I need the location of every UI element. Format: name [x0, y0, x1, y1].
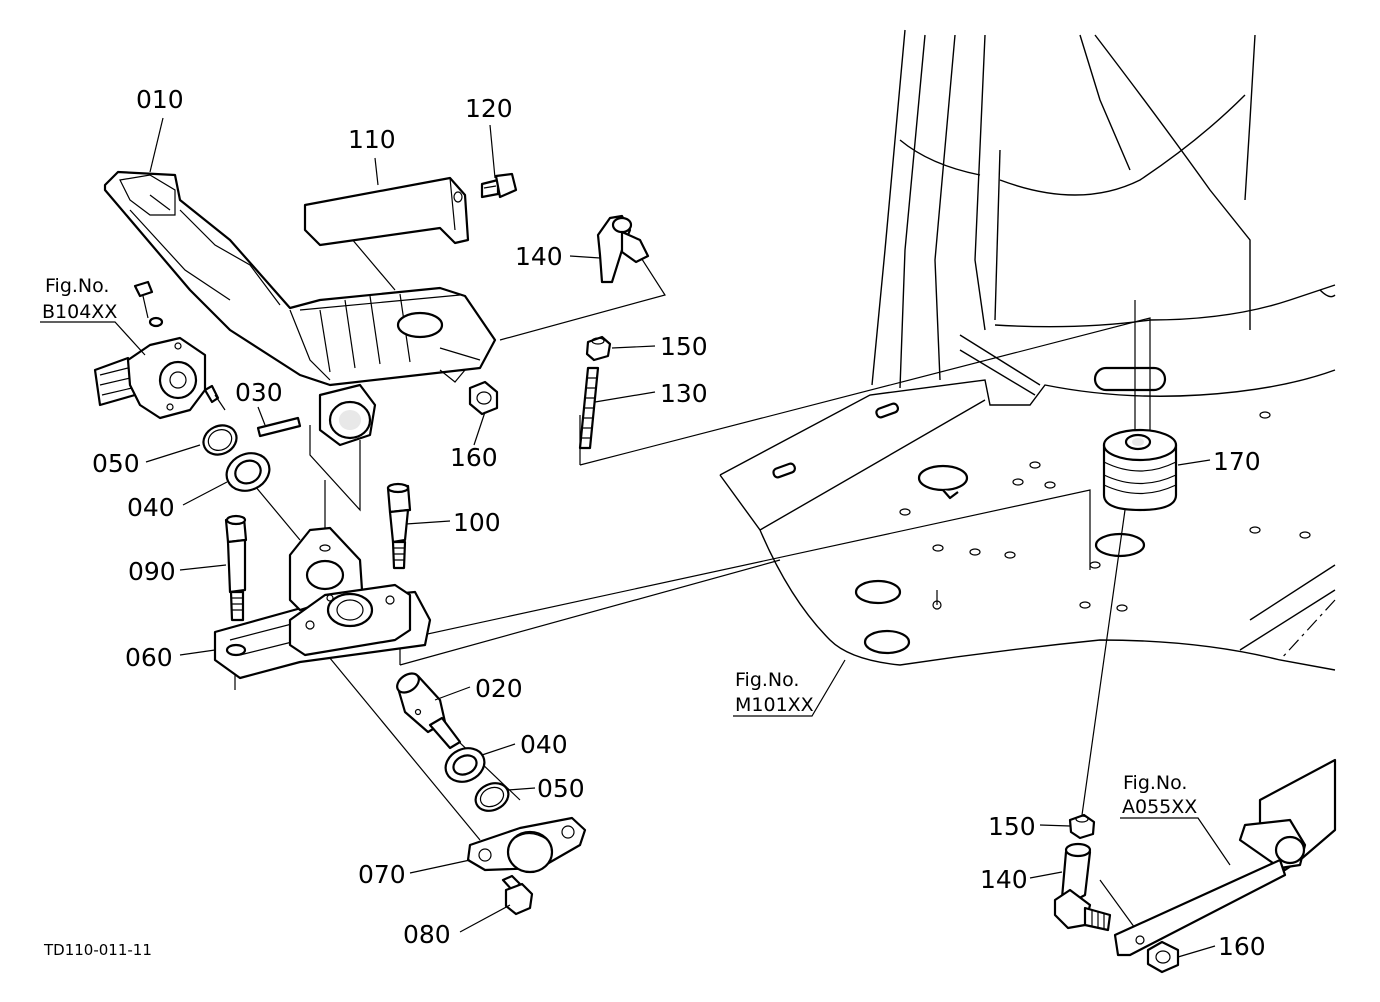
- part-label-050-top: 050: [92, 449, 140, 478]
- part-label-130: 130: [660, 379, 708, 408]
- pedal-010-drawing: [103, 170, 497, 447]
- nut-150-top-drawing: [585, 335, 612, 362]
- cab-frame-drawing: [719, 29, 1336, 671]
- cap-nut-160-top-drawing: [468, 380, 499, 416]
- drawing-id: TD110-011-11: [43, 941, 152, 959]
- fig-ref-b104-prefix: Fig.No.: [45, 275, 109, 297]
- bushing-040-top-drawing: [225, 452, 271, 492]
- bolt-080-drawing: [501, 874, 534, 916]
- part-label-150-bottom: 150: [988, 812, 1036, 841]
- fig-ref-b104-code: B104XX: [42, 301, 117, 323]
- stopper-bolt-090-drawing: [224, 514, 248, 622]
- pin-030-drawing: [256, 416, 302, 438]
- nut-150-bottom-drawing: [1068, 813, 1096, 840]
- part-label-170: 170: [1213, 447, 1261, 476]
- sensor-b104-drawing: [93, 280, 226, 420]
- fig-ref-m101-prefix: Fig.No.: [735, 669, 799, 691]
- part-label-140-bottom: 140: [980, 865, 1028, 894]
- part-label-040-bottom: 040: [520, 730, 568, 759]
- snap-ring-050-bottom-drawing: [474, 782, 510, 812]
- fig-ref-a055-code: A055XX: [1122, 796, 1197, 818]
- bearing-holder-070-drawing: [466, 816, 587, 874]
- part-label-050-bottom: 050: [537, 774, 585, 803]
- part-label-140-top: 140: [515, 242, 563, 271]
- part-label-070: 070: [358, 860, 406, 889]
- part-label-160-top: 160: [450, 443, 498, 472]
- part-label-110: 110: [348, 125, 396, 154]
- bushing-040-bottom-drawing: [444, 747, 486, 783]
- pedal-link-a055-drawing: [1113, 758, 1337, 957]
- ball-joint-140-top-drawing: [596, 214, 650, 284]
- part-label-040-top: 040: [127, 493, 175, 522]
- part-label-020: 020: [475, 674, 523, 703]
- part-label-150-top: 150: [660, 332, 708, 361]
- rubber-mount-170-drawing: [1102, 428, 1178, 512]
- part-labels: 010 020 030 040 040 050 050 060 070 080 …: [92, 85, 1266, 961]
- part-label-090: 090: [128, 557, 176, 586]
- fig-ref-m101-code: M101XX: [735, 694, 814, 716]
- bolt-120-drawing: [480, 172, 518, 199]
- part-label-030: 030: [235, 378, 283, 407]
- part-label-120: 120: [465, 94, 513, 123]
- figure-references: Fig.No. B104XX Fig.No. M101XX Fig.No. A0…: [42, 275, 1197, 818]
- part-label-080: 080: [403, 920, 451, 949]
- part-label-100: 100: [453, 508, 501, 537]
- leader-lines: [40, 117, 1231, 958]
- stopper-bolt-100-drawing: [386, 482, 412, 570]
- shaft-020-drawing: [396, 672, 462, 750]
- fig-ref-a055-prefix: Fig.No.: [1123, 772, 1187, 794]
- bracket-110-drawing: [303, 176, 470, 247]
- ball-joint-140-bottom-drawing: [1053, 842, 1112, 932]
- snap-ring-050-top-drawing: [202, 424, 238, 456]
- rod-130-drawing: [578, 366, 600, 450]
- part-label-010: 010: [136, 85, 184, 114]
- base-bracket-060-drawing: [213, 526, 432, 680]
- cap-nut-160-bottom-drawing: [1146, 940, 1180, 974]
- part-label-160-bottom: 160: [1218, 932, 1266, 961]
- part-label-060: 060: [125, 643, 173, 672]
